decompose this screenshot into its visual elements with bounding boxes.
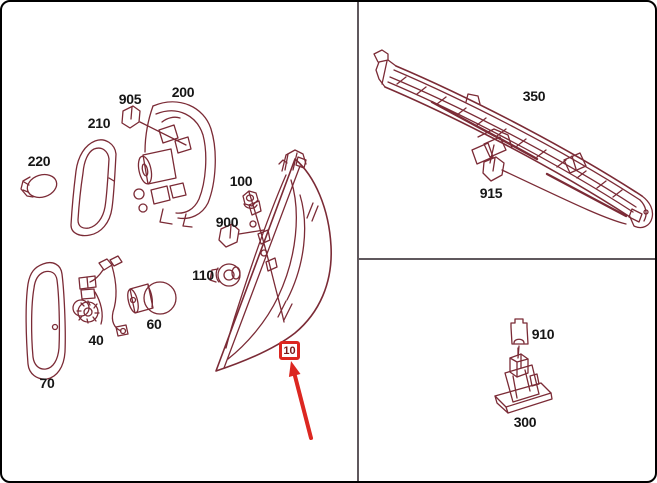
part-drawing-300 <box>494 347 553 414</box>
part-label-915: 915 <box>479 185 503 201</box>
part-label-60: 60 <box>146 316 162 332</box>
divider-vertical <box>357 2 359 481</box>
part-drawing-60 <box>127 281 177 315</box>
part-drawing-40 <box>72 255 129 337</box>
part-label-110: 110 <box>192 267 214 283</box>
part-label-300: 300 <box>513 414 537 430</box>
part-drawing-350 <box>373 49 654 229</box>
part-label-350: 350 <box>522 88 546 104</box>
part-drawing-915 <box>482 156 505 182</box>
part-drawing-210 <box>70 139 117 237</box>
part-label-200: 200 <box>171 84 195 100</box>
part-drawing-910 <box>510 318 529 359</box>
part-drawing-70 <box>25 261 66 380</box>
part-drawing-100 <box>242 190 259 209</box>
highlight-arrow <box>288 361 313 440</box>
part-label-40: 40 <box>88 332 104 348</box>
part-label-220: 220 <box>27 153 51 169</box>
part-label-905: 905 <box>118 91 142 107</box>
part-drawing-10-tail-lamp <box>215 149 332 372</box>
divider-horizontal <box>358 258 655 260</box>
part-label-910: 910 <box>531 326 555 342</box>
part-label-210: 210 <box>87 115 111 131</box>
part-label-900: 900 <box>215 214 239 230</box>
part-label-70: 70 <box>39 375 55 391</box>
highlight-box-part-10: 10 <box>279 341 300 360</box>
part-label-100: 100 <box>229 173 253 189</box>
part-drawing-200 <box>133 101 216 228</box>
part-drawing-220 <box>20 173 58 199</box>
